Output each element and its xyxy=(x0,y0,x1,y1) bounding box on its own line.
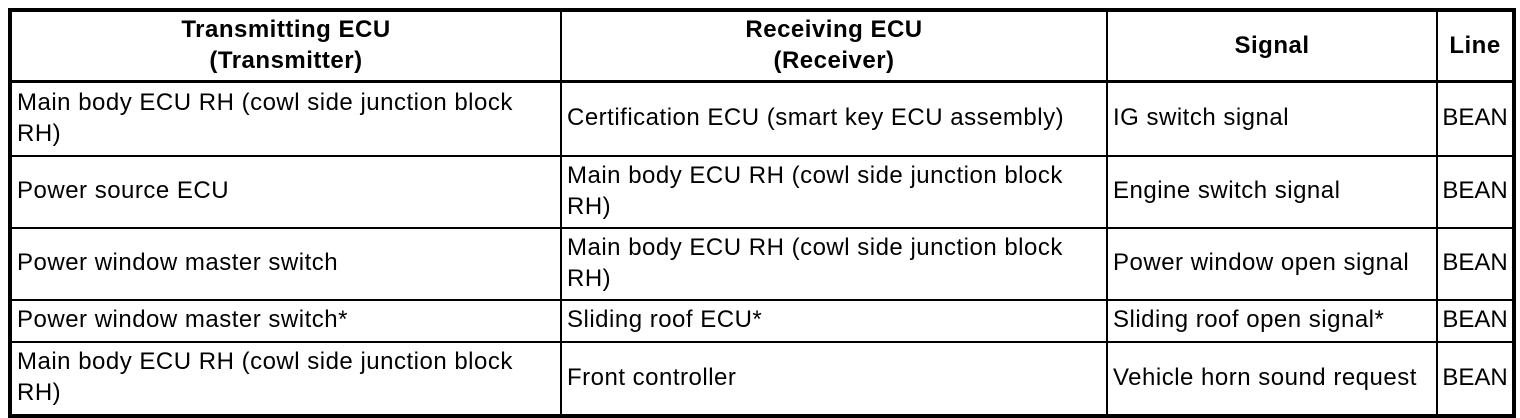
cell-receiving-ecu: Certification ECU (smart key ECU assembl… xyxy=(560,80,1108,157)
cell-line: BEAN xyxy=(1436,340,1515,417)
table-row: Main body ECU RH (cowl side junction blo… xyxy=(9,80,1515,157)
cell-receiving-ecu: Main body ECU RH (cowl side junction blo… xyxy=(560,154,1108,229)
cell-line: BEAN xyxy=(1436,298,1515,343)
cell-signal: IG switch signal xyxy=(1106,80,1438,157)
col-header-line: Line xyxy=(1436,9,1515,83)
col-header-signal: Signal xyxy=(1106,9,1438,83)
table-row: Main body ECU RH (cowl side junction blo… xyxy=(9,340,1515,417)
cell-transmitting-ecu: Main body ECU RH (cowl side junction blo… xyxy=(9,80,562,157)
cell-signal: Sliding roof open signal* xyxy=(1106,298,1438,343)
cell-signal: Power window open signal xyxy=(1106,226,1438,301)
cell-signal: Vehicle horn sound request xyxy=(1106,340,1438,417)
cell-signal: Engine switch signal xyxy=(1106,154,1438,229)
table-row: Power window master switch Main body ECU… xyxy=(9,226,1515,301)
header-row: Transmitting ECU (Transmitter) Receiving… xyxy=(9,9,1515,83)
cell-transmitting-ecu: Main body ECU RH (cowl side junction blo… xyxy=(9,340,562,417)
cell-transmitting-ecu: Power window master switch* xyxy=(9,298,562,343)
cell-receiving-ecu: Main body ECU RH (cowl side junction blo… xyxy=(560,226,1108,301)
cell-line: BEAN xyxy=(1436,154,1515,229)
cell-receiving-ecu: Sliding roof ECU* xyxy=(560,298,1108,343)
col-header-transmitting-ecu: Transmitting ECU (Transmitter) xyxy=(9,9,562,83)
ecu-signal-table: Transmitting ECU (Transmitter) Receiving… xyxy=(8,8,1516,418)
cell-receiving-ecu: Front controller xyxy=(560,340,1108,417)
col-header-receiving-ecu: Receiving ECU (Receiver) xyxy=(560,9,1108,83)
cell-line: BEAN xyxy=(1436,80,1515,157)
table-row: Power window master switch* Sliding roof… xyxy=(9,298,1515,343)
cell-line: BEAN xyxy=(1436,226,1515,301)
ecu-signal-table-container: Transmitting ECU (Transmitter) Receiving… xyxy=(8,8,1516,418)
cell-transmitting-ecu: Power source ECU xyxy=(9,154,562,229)
table-row: Power source ECU Main body ECU RH (cowl … xyxy=(9,154,1515,229)
cell-transmitting-ecu: Power window master switch xyxy=(9,226,562,301)
